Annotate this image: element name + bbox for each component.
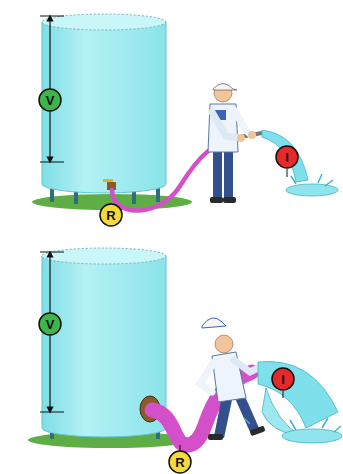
bottom-worker [200, 318, 266, 440]
circle-fill [169, 451, 191, 473]
callout-circle: V [38, 312, 62, 336]
worker-leg [224, 150, 233, 198]
leader-line [180, 445, 181, 451]
bottom-water [244, 361, 342, 443]
callout-circle: I [275, 145, 299, 169]
worker-boot [210, 197, 223, 203]
top-worker [208, 84, 256, 204]
water-stream [262, 130, 308, 182]
top-hose [111, 133, 262, 211]
dimension-tick [40, 412, 64, 413]
circle-fill [39, 89, 61, 111]
callout-letter: R [99, 203, 123, 227]
tap-handle [103, 179, 113, 182]
callout-circle: R [99, 203, 123, 227]
callout-letter: R [168, 450, 192, 474]
worker-cap [213, 84, 237, 91]
dimension-tick [40, 252, 64, 253]
worker-head [215, 335, 233, 353]
circle-fill [272, 368, 294, 390]
water-puddle [286, 184, 338, 196]
circle-fill [100, 204, 122, 226]
circle-fill [39, 313, 61, 335]
water-splash [244, 418, 341, 432]
tank-top [42, 248, 166, 264]
callout-circle: I [271, 367, 295, 391]
flying-cap [202, 318, 226, 328]
tank-body [42, 22, 166, 193]
leader-line [287, 169, 288, 177]
worker-arm [200, 362, 214, 392]
water-spray [262, 388, 300, 436]
top-water [262, 130, 338, 196]
worker-arm [234, 360, 258, 372]
worker-arm [212, 112, 240, 138]
worker-boot [208, 434, 223, 440]
dimension-tick [40, 16, 64, 17]
worker-hand [237, 134, 245, 142]
callout-letter: I [275, 145, 299, 169]
dimension-tick [40, 162, 64, 163]
worker-boot [223, 197, 236, 203]
callout-letter: V [38, 312, 62, 336]
callout-circle: V [38, 88, 62, 112]
water-splash [291, 174, 333, 186]
top-tank [32, 14, 192, 210]
callout-circle: R [168, 450, 192, 474]
worker-boot [249, 425, 265, 436]
water-puddle [282, 429, 342, 443]
worker-leg [214, 396, 232, 438]
worker-leg [213, 150, 222, 198]
worker-hand [248, 131, 256, 139]
callout-letter: I [271, 367, 295, 391]
worker-leg [234, 394, 259, 432]
leader-line [283, 391, 284, 398]
circle-fill [276, 146, 298, 168]
worker-shirt [212, 352, 246, 402]
callout-letter: V [38, 88, 62, 112]
